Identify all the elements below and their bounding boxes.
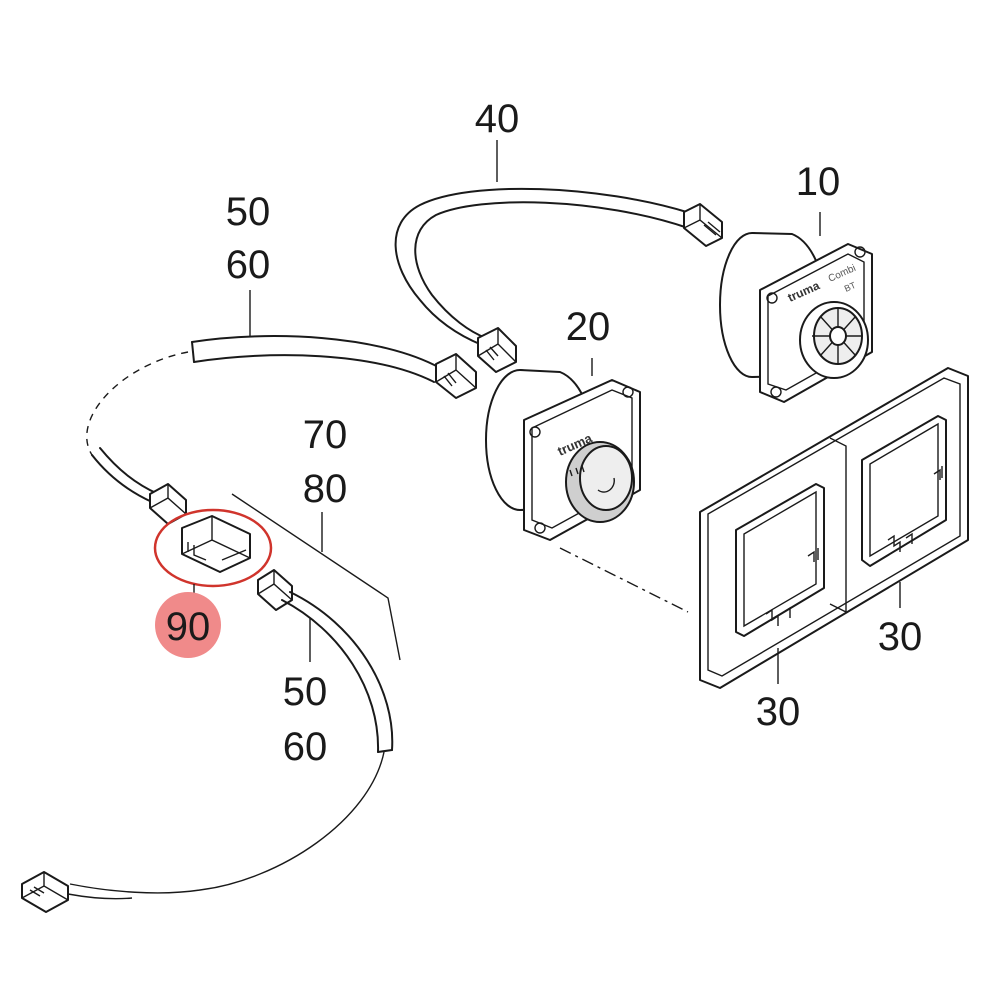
cable-bottom-plug-end — [21, 871, 69, 913]
part-number-30-bottom: 30 — [756, 690, 801, 734]
control-panel-10: truma Combi BT — [719, 232, 873, 403]
control-panel-20: truma — [485, 369, 641, 541]
part-number-60-top: 60 — [226, 243, 271, 287]
part-number-50-bottom: 50 — [283, 670, 328, 714]
cable-70-80 — [21, 493, 401, 913]
highlight-badge-90 — [155, 592, 221, 658]
part-number-90: 90 — [166, 605, 211, 649]
part-number-10: 10 — [796, 160, 841, 204]
part-number-20: 20 — [566, 305, 611, 349]
cable-40-plug-left — [477, 327, 517, 373]
cable-40 — [394, 187, 723, 373]
cable-50-60-top — [86, 335, 477, 525]
cable-50-60-top-end-plug — [149, 483, 187, 525]
part-number-60-bottom: 60 — [283, 725, 328, 769]
cable-bottom-plug-top — [257, 569, 293, 611]
coupler-90 — [181, 515, 251, 573]
cable-50-60-top-plug — [435, 353, 477, 399]
part-number-30-right: 30 — [878, 615, 923, 659]
alignment-line — [559, 547, 689, 613]
part-number-70: 70 — [303, 413, 348, 457]
part-number-80: 80 — [303, 467, 348, 511]
highlight-circle-90 — [153, 508, 273, 588]
suffix-label-10: BT — [843, 280, 858, 294]
cable-40-plug-right — [683, 203, 723, 247]
frame-30 — [699, 367, 969, 689]
part-number-50-top: 50 — [226, 190, 271, 234]
part-number-40: 40 — [475, 97, 520, 141]
